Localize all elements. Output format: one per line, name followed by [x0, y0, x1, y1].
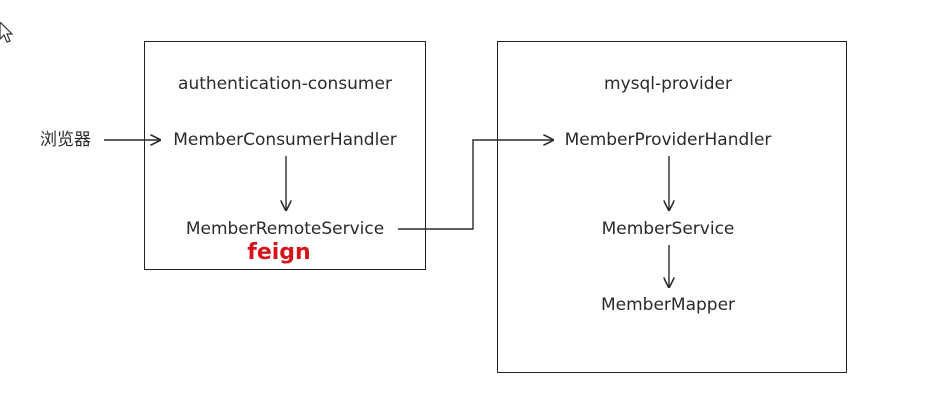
mysql-provider-title: mysql-provider	[604, 74, 732, 94]
member-service-node: MemberService	[601, 219, 735, 239]
mouse-pointer-icon	[0, 22, 14, 43]
edge-remote-service-to-provider-handler	[398, 140, 553, 230]
feign-annotation: feign	[247, 240, 311, 265]
member-remote-service-node: MemberRemoteService	[185, 219, 385, 239]
member-consumer-handler-node: MemberConsumerHandler	[173, 130, 397, 150]
member-provider-handler-node: MemberProviderHandler	[564, 130, 772, 150]
authentication-consumer-box	[144, 41, 426, 270]
member-mapper-node: MemberMapper	[600, 295, 736, 315]
browser-label: 浏览器	[40, 130, 91, 150]
authentication-consumer-title: authentication-consumer	[178, 74, 392, 94]
